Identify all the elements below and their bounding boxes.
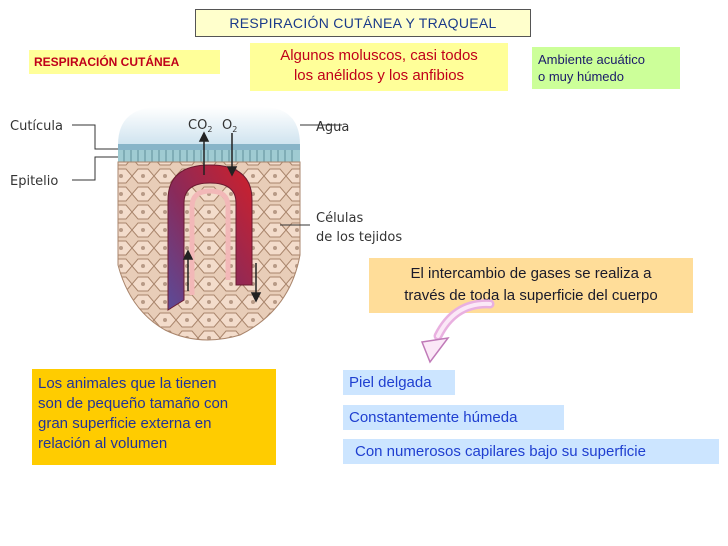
environment-line-1: Ambiente acuático: [538, 52, 645, 67]
capillary-loop: [167, 164, 253, 311]
feature-capilares: Con numerosos capilares bajo su superfic…: [343, 439, 719, 464]
label-celulas-2: de los tejidos: [316, 230, 402, 245]
small-animals-box: Los animales que la tienen son de pequeñ…: [32, 369, 276, 465]
small-animals-line-4: relación al volumen: [38, 435, 168, 452]
label-epitelio: Epitelio: [10, 174, 58, 189]
small-animals-line-3: gran superficie externa en: [38, 415, 212, 432]
label-cuticula: Cutícula: [10, 119, 63, 134]
section-label-cutanea: RESPIRACIÓN CUTÁNEA: [29, 50, 220, 74]
feature-piel-delgada: Piel delgada: [343, 370, 455, 395]
exchange-box: El intercambio de gases se realiza a tra…: [369, 258, 693, 313]
organisms-box: Algunos moluscos, casi todos los anélido…: [250, 43, 508, 91]
curved-arrow-icon: [420, 299, 495, 364]
cuticle-layer: [118, 144, 300, 150]
page-title: RESPIRACIÓN CUTÁNEA Y TRAQUEAL: [195, 9, 531, 37]
epithelium-layer: [118, 150, 300, 162]
exchange-line-1: El intercambio de gases se realiza a: [410, 265, 652, 282]
water-region: [118, 107, 300, 145]
organisms-line-1: Algunos moluscos, casi todos: [280, 47, 478, 64]
capillary-lumen: [189, 188, 231, 295]
feature-humeda: Constantemente húmeda: [343, 405, 564, 430]
skin-diagram: Cutícula Epitelio CO2 O2 Agua Células de…: [10, 107, 402, 341]
label-agua: Agua: [316, 120, 349, 135]
label-co2: CO2: [188, 118, 212, 134]
small-animals-line-1: Los animales que la tienen: [38, 375, 217, 392]
organisms-line-2: los anélidos y los anfibios: [293, 67, 465, 84]
environment-box: Ambiente acuático o muy húmedo: [532, 47, 680, 89]
label-o2: O2: [222, 118, 237, 134]
exchange-line-2: través de toda la superficie del cuerpo: [404, 287, 658, 304]
environment-line-2: o muy húmedo: [538, 69, 624, 84]
small-animals-line-2: son de pequeño tamaño con: [38, 395, 229, 412]
label-celulas-1: Células: [316, 211, 364, 226]
